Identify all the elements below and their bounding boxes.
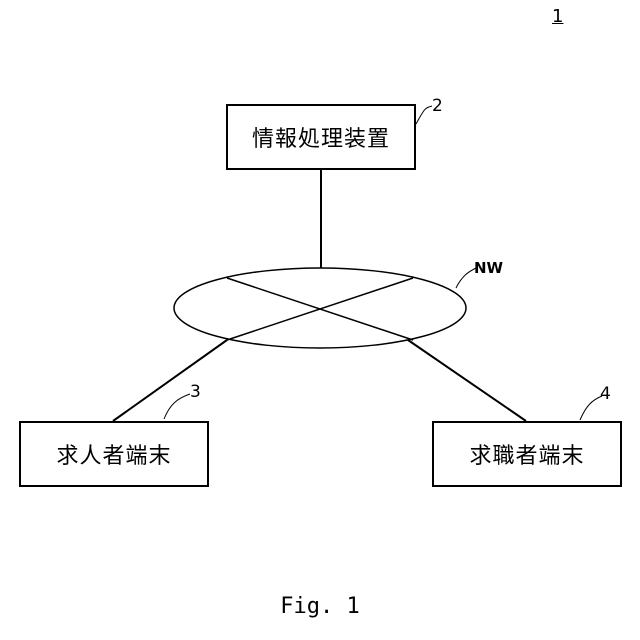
employer-terminal-label: 求人者端末 (56, 438, 171, 470)
information-processing-device-box: 情報処理装置 (226, 104, 416, 170)
server-leader-line (416, 106, 432, 124)
employer-network-link (113, 340, 227, 421)
employer-leader-line (164, 394, 190, 419)
server-reference-numeral: 2 (432, 96, 443, 116)
job-seeker-terminal-label: 求職者端末 (469, 438, 584, 470)
seeker-reference-numeral: 4 (600, 384, 611, 404)
figure-caption: Fig. 1 (0, 594, 640, 619)
network-leader-line (456, 268, 476, 288)
information-processing-device-label: 情報処理装置 (252, 121, 390, 153)
job-seeker-terminal-box: 求職者端末 (432, 421, 622, 487)
system-reference-numeral: 1 (552, 6, 563, 27)
employer-terminal-box: 求人者端末 (19, 421, 209, 487)
seeker-network-link (408, 340, 526, 421)
seeker-leader-line (580, 396, 602, 420)
employer-reference-numeral: 3 (190, 382, 201, 402)
network-reference-label: NW (474, 259, 503, 277)
network-cloud (174, 268, 466, 348)
